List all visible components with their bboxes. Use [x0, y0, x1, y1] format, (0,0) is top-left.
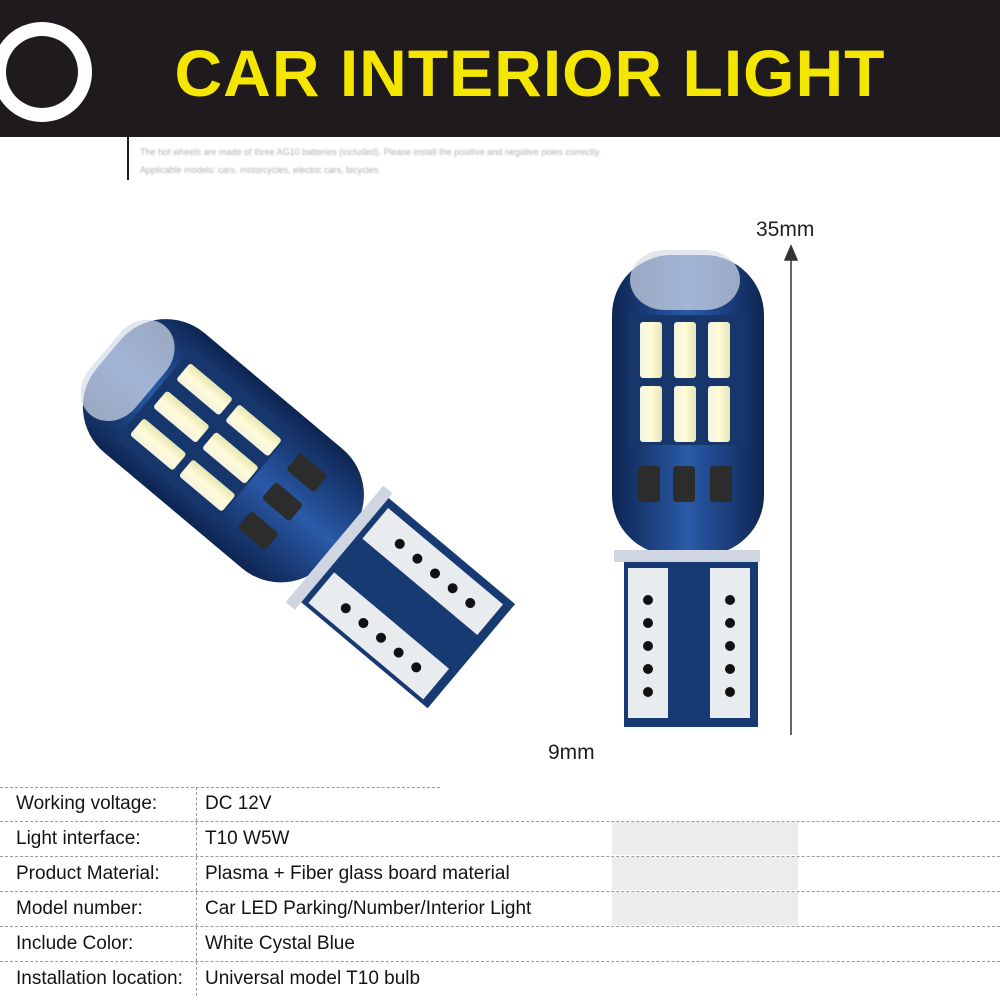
- spec-key: Model number:: [16, 898, 143, 919]
- cell-divider: [196, 857, 198, 891]
- spec-key: Product Material:: [16, 863, 160, 884]
- banner-subtext-1: The hot wheels are made of three AG10 ba…: [140, 147, 602, 157]
- empty-cell: [612, 892, 798, 925]
- spec-value: DC 12V: [205, 793, 272, 814]
- height-dimension-label: 35mm: [756, 218, 815, 241]
- cell-divider: [196, 822, 198, 856]
- spec-key: Working voltage:: [16, 793, 158, 814]
- table-row: Light interface: T10 W5W: [0, 822, 1000, 857]
- page-title: CAR INTERIOR LIGHT: [174, 36, 886, 110]
- width-dimension-label: 9mm: [548, 741, 595, 764]
- table-row: Include Color: White Cystal Blue: [0, 927, 1000, 962]
- bulb-upright-icon: [612, 250, 764, 727]
- spec-value: Plasma + Fiber glass board material: [205, 863, 510, 884]
- divider-line: [127, 0, 129, 180]
- product-image: [80, 244, 799, 735]
- spec-key: Include Color:: [16, 933, 134, 954]
- cell-divider: [196, 787, 198, 821]
- table-row: Product Material: Plasma + Fiber glass b…: [0, 857, 1000, 892]
- table-row: Model number: Car LED Parking/Number/Int…: [0, 892, 1000, 927]
- banner-subtext-2: Applicable models: cars, motorcycles, el…: [140, 165, 381, 175]
- spec-key: Installation location:: [16, 968, 183, 989]
- spec-value: Car LED Parking/Number/Interior Light: [205, 898, 532, 919]
- table-row: Working voltage: DC 12V: [0, 787, 1000, 822]
- spec-value: T10 W5W: [205, 828, 290, 849]
- height-arrow-icon: [783, 244, 799, 735]
- header-banner: CAR INTERIOR LIGHT: [0, 0, 1000, 137]
- spec-key: Light interface:: [16, 828, 141, 849]
- empty-cell: [612, 822, 798, 855]
- cell-divider: [196, 927, 198, 961]
- cell-divider: [196, 892, 198, 926]
- circle-logo-icon: [0, 22, 92, 122]
- empty-cell: [612, 857, 798, 890]
- table-top-rule: [0, 787, 440, 788]
- spec-value: White Cystal Blue: [205, 933, 355, 954]
- spec-value: Universal model T10 bulb: [205, 968, 421, 989]
- table-row: Installation location: Universal model T…: [0, 962, 1000, 996]
- bulb-tilted-icon: [80, 319, 516, 709]
- cell-divider: [196, 962, 198, 996]
